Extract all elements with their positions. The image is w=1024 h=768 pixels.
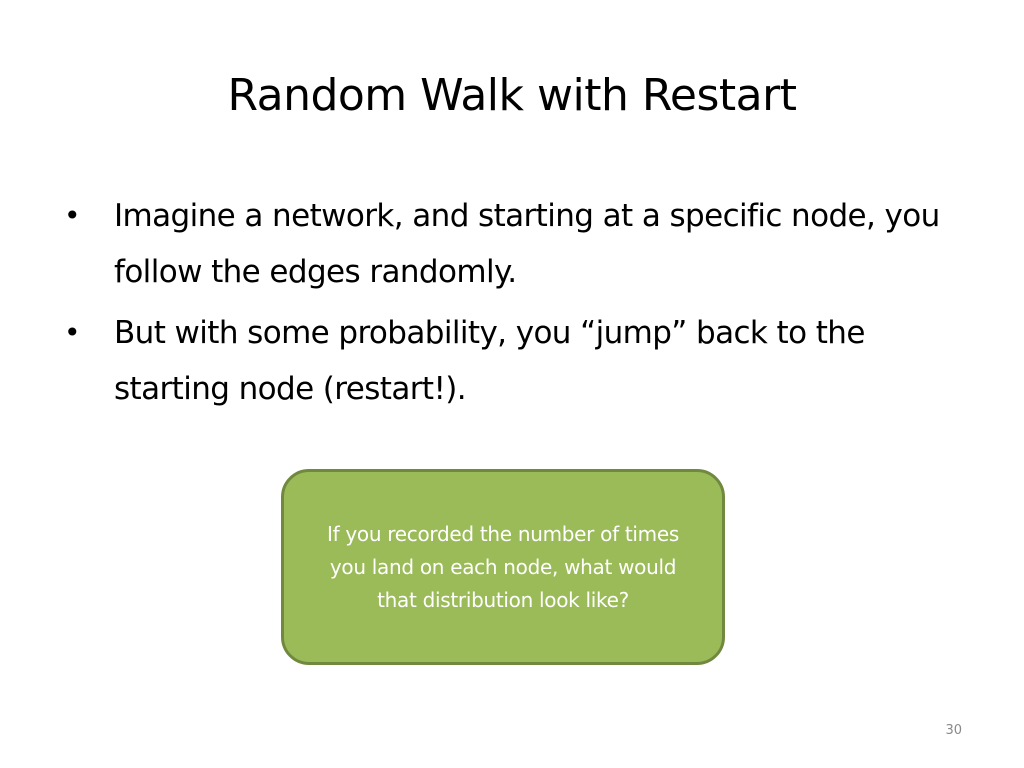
bullet-item: • But with some probability, you “jump” …: [60, 305, 960, 417]
bullet-text: But with some probability, you “jump” ba…: [114, 315, 865, 407]
callout-text: If you recorded the number of times you …: [327, 521, 679, 612]
slide-title: Random Walk with Restart: [227, 70, 797, 121]
bullet-marker: •: [64, 316, 81, 349]
bullet-item: • Imagine a network, and starting at a s…: [60, 188, 960, 300]
bullet-list: • Imagine a network, and starting at a s…: [60, 188, 960, 422]
bullet-marker: •: [64, 199, 81, 232]
question-callout: If you recorded the number of times you …: [281, 469, 725, 665]
page-number: 30: [945, 723, 962, 738]
bullet-text: Imagine a network, and starting at a spe…: [114, 198, 940, 290]
